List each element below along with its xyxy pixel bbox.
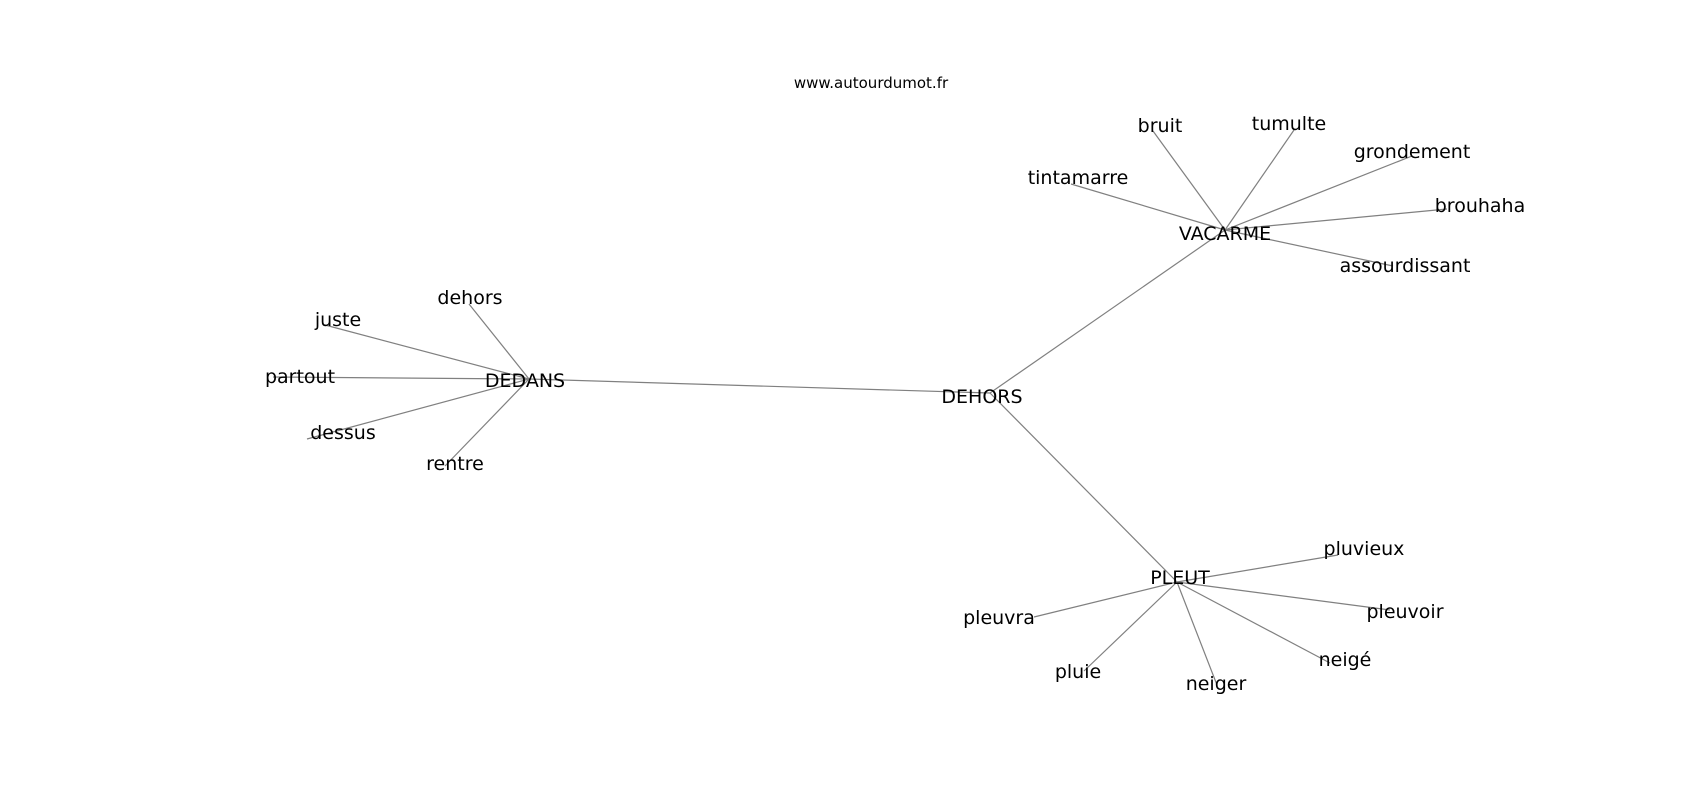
- edge-dehors-pleut: [989, 392, 1178, 583]
- word-node-juste[interactable]: juste: [314, 309, 361, 331]
- word-node-dehors[interactable]: dehors: [437, 287, 502, 309]
- edge-pleut-neige: [1176, 581, 1331, 664]
- hub-node-vacarme[interactable]: VACARME: [1179, 223, 1271, 245]
- edge-dedans-juste: [324, 324, 530, 380]
- word-node-pleuvra[interactable]: pleuvra: [963, 607, 1035, 629]
- edge-pleut-pleuvoir: [1176, 581, 1391, 611]
- edge-dedans-dehors: [468, 303, 530, 380]
- word-node-partout[interactable]: partout: [265, 366, 335, 388]
- edge-pleut-pluie: [1083, 581, 1178, 672]
- word-node-bruit[interactable]: bruit: [1138, 115, 1183, 137]
- edge-vacarme-grondement: [1224, 155, 1413, 231]
- edge-vacarme-tintamarre: [1070, 183, 1226, 231]
- edge-vacarme-brouhaha: [1224, 208, 1448, 231]
- edges-layer: [272, 129, 1448, 686]
- edge-pleut-pleuvra: [1033, 581, 1178, 618]
- word-node-pluvieux[interactable]: pluvieux: [1324, 538, 1405, 560]
- hub-node-dehors[interactable]: DEHORS: [941, 386, 1022, 408]
- edge-vacarme-bruit: [1152, 130, 1226, 231]
- edge-dehors-vacarme: [989, 229, 1226, 394]
- edge-vacarme-assourdissant: [1224, 229, 1394, 267]
- word-node-brouhaha[interactable]: brouhaha: [1435, 195, 1526, 217]
- hub-node-pleut[interactable]: PLEUT: [1150, 567, 1210, 589]
- word-node-rentre[interactable]: rentre: [426, 453, 484, 475]
- edge-dedans-dessus: [306, 378, 530, 440]
- word-node-pleuvoir[interactable]: pleuvoir: [1366, 601, 1443, 623]
- word-node-neiger[interactable]: neiger: [1186, 673, 1247, 695]
- edge-dedans-partout: [272, 376, 530, 380]
- labels-layer: DEHORS DEDANS VACARME PLEUT dehors juste parto…: [265, 113, 1525, 695]
- word-node-tintamarre[interactable]: tintamarre: [1028, 167, 1129, 189]
- word-node-pluie[interactable]: pluie: [1055, 661, 1101, 683]
- edge-dehors-dedans: [528, 378, 991, 394]
- hub-node-dedans[interactable]: DEDANS: [485, 370, 565, 392]
- edge-dedans-rentre: [444, 378, 530, 467]
- edge-vacarme-tumulte: [1224, 129, 1295, 231]
- site-url: www.autourdumot.fr: [794, 74, 949, 92]
- word-node-neige[interactable]: neigé: [1319, 649, 1372, 671]
- edge-pleut-neiger: [1176, 581, 1218, 686]
- word-node-tumulte[interactable]: tumulte: [1252, 113, 1326, 135]
- edge-pleut-pluvieux: [1176, 554, 1339, 583]
- word-node-dessus[interactable]: dessus: [310, 422, 376, 444]
- word-node-assourdissant[interactable]: assourdissant: [1340, 255, 1471, 277]
- word-node-grondement[interactable]: grondement: [1354, 141, 1471, 163]
